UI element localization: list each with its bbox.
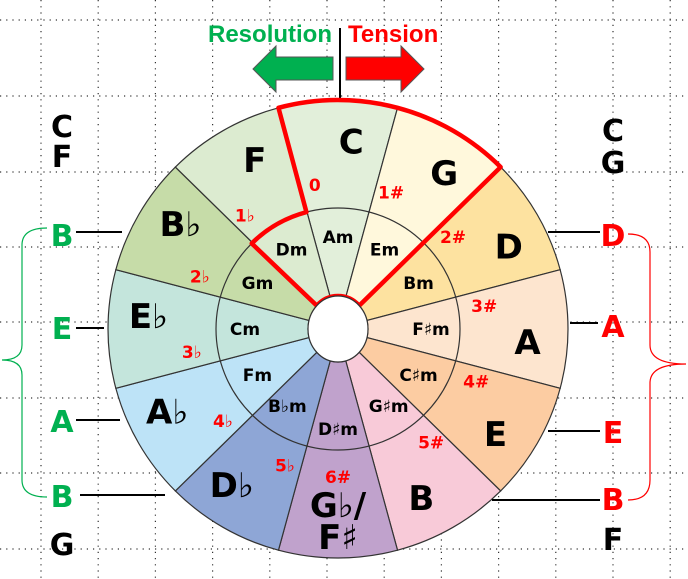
key-signature: 1# bbox=[378, 184, 404, 204]
center-hole bbox=[307, 295, 369, 363]
key-signature: 5# bbox=[418, 433, 444, 453]
major-key-label: C bbox=[339, 122, 364, 162]
left-top-note-2: F bbox=[52, 140, 73, 175]
tension-label: Tension bbox=[348, 21, 438, 48]
major-key-label: A bbox=[514, 323, 541, 363]
right-bottom-note: F bbox=[603, 523, 624, 558]
key-signature: 3♭ bbox=[182, 343, 202, 363]
right-bracket-note: D bbox=[601, 219, 626, 254]
right-top-note-1: C bbox=[602, 114, 624, 149]
arrow-left-icon bbox=[252, 44, 334, 94]
minor-key-label: Gm bbox=[242, 274, 274, 294]
key-signature: 6# bbox=[325, 468, 351, 488]
major-key-label: E bbox=[484, 415, 507, 455]
major-key-label: F bbox=[243, 141, 266, 181]
major-key-label: D♭ bbox=[210, 466, 254, 506]
left-bottom-note: G bbox=[50, 528, 75, 563]
left-brace bbox=[1, 227, 48, 498]
right-top-note-2: G bbox=[601, 146, 626, 181]
minor-key-label: G♯m bbox=[369, 397, 409, 417]
major-key-label-alt: F♯ bbox=[318, 518, 358, 558]
left-top-note-1: C bbox=[51, 110, 73, 145]
right-brace bbox=[627, 233, 687, 501]
key-signature: 4# bbox=[463, 372, 489, 392]
right-bracket-note: B bbox=[602, 483, 625, 518]
arrow-right-icon bbox=[345, 44, 425, 94]
major-key-label: B♭ bbox=[160, 205, 202, 245]
major-key-label: G bbox=[430, 154, 458, 194]
left-bracket-note: A bbox=[50, 405, 74, 440]
major-key-label: B bbox=[408, 479, 434, 519]
minor-key-label: Dm bbox=[276, 240, 308, 260]
key-signature: 2♭ bbox=[190, 268, 210, 288]
minor-key-label: B♭m bbox=[268, 397, 307, 417]
key-signature: 1♭ bbox=[235, 207, 255, 227]
right-bracket-note: A bbox=[601, 310, 625, 345]
key-signature: 2# bbox=[440, 228, 466, 248]
right-connector-lines bbox=[492, 231, 600, 501]
major-key-label: G♭/ bbox=[310, 486, 367, 526]
left-bracket-note: B bbox=[51, 219, 74, 254]
minor-key-label: Am bbox=[323, 228, 354, 248]
minor-key-label: Em bbox=[370, 240, 399, 260]
key-signature: 4♭ bbox=[213, 412, 233, 432]
left-bracket-note: B bbox=[51, 480, 74, 515]
major-key-label: E♭ bbox=[129, 297, 168, 337]
wheel: C0 G 1# D 2# A 3# E 4# B 5# G♭/F♯ 6# D♭ 5♭ A♭ 4♭ E♭ 3♭ B♭ 2♭… bbox=[107, 97, 569, 559]
minor-key-label: F♯m bbox=[412, 320, 450, 340]
major-key-label: A♭ bbox=[146, 392, 188, 432]
left-bracket-note: E bbox=[52, 312, 73, 347]
key-signature: 3# bbox=[471, 297, 497, 317]
left-connector-lines bbox=[76, 231, 165, 496]
minor-key-label: Bm bbox=[403, 274, 434, 294]
minor-key-label: D♯m bbox=[318, 420, 358, 440]
minor-key-label: Fm bbox=[243, 366, 272, 386]
resolution-label: Resolution bbox=[208, 21, 332, 48]
key-signature: 5♭ bbox=[275, 456, 295, 476]
minor-key-label: Cm bbox=[230, 320, 260, 340]
right-bracket-note: E bbox=[603, 416, 624, 451]
major-key-label: D bbox=[495, 228, 523, 268]
minor-ring bbox=[215, 207, 461, 451]
key-signature: 0 bbox=[309, 176, 321, 196]
minor-key-label: C♯m bbox=[399, 366, 437, 386]
